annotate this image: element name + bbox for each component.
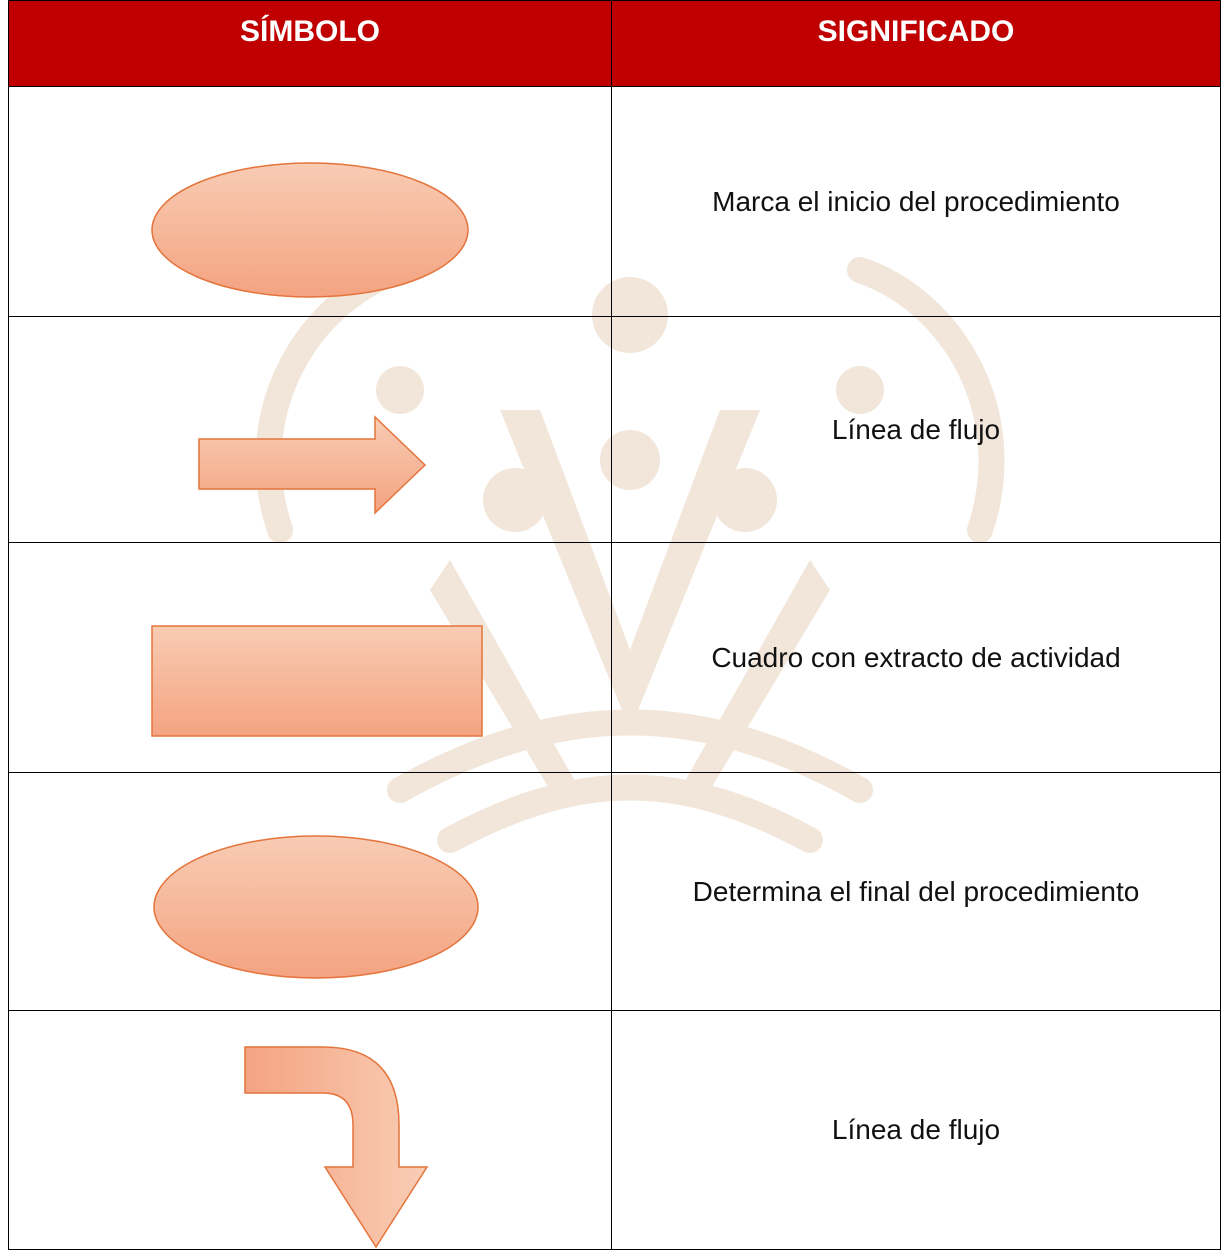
meaning-cell: Determina el final del procedimiento [611,772,1221,1011]
meaning-cell: Cuadro con extracto de actividad [611,542,1221,773]
meaning-text: Línea de flujo [831,413,1001,445]
meaning-text: Cuadro con extracto de actividad [711,641,1121,673]
symbol-cell [8,542,612,773]
meaning-cell: Marca el inicio del procedimiento [611,86,1221,317]
table-row: Determina el final del procedimiento [8,772,1221,1011]
ellipse-shape-icon [151,162,469,298]
symbol-column-header: SÍMBOLO [8,0,612,87]
symbol-cell [8,1010,612,1250]
meaning-column-header: SIGNIFICADO [611,0,1221,87]
symbols-table: SÍMBOLO SIGNIFICADO Marca el inicio d [8,0,1221,1250]
meaning-text: Determina el final del procedimiento [692,875,1140,907]
symbol-cell [8,772,612,1011]
meaning-cell: Línea de flujo [611,316,1221,543]
meaning-cell: Línea de flujo [611,1010,1221,1250]
right-arrow-shape-icon [198,415,427,515]
rectangle-shape-icon [151,625,483,737]
table-row: Línea de flujo [8,316,1221,543]
meaning-text: Marca el inicio del procedimiento [712,185,1120,217]
table-row: Cuadro con extracto de actividad [8,542,1221,773]
bent-down-arrow-shape-icon [244,1046,429,1249]
table-row: Línea de flujo [8,1010,1221,1250]
symbol-cell [8,86,612,317]
ellipse-shape-icon [153,835,479,979]
table-row: Marca el inicio del procedimiento [8,86,1221,317]
meaning-text: Línea de flujo [831,1114,1001,1145]
symbol-cell [8,316,612,543]
table-header-row: SÍMBOLO SIGNIFICADO [8,0,1221,87]
